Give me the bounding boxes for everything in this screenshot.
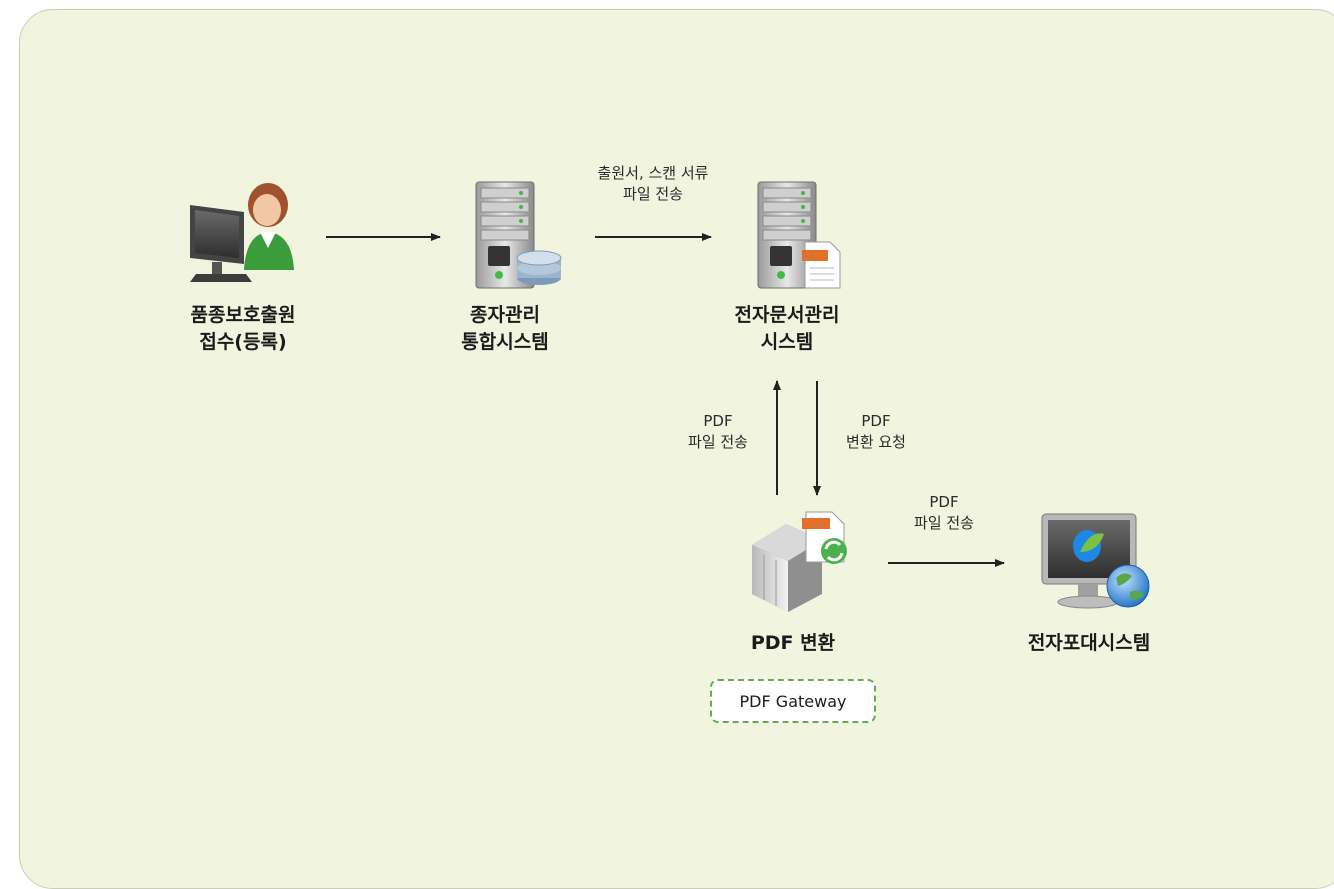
edge-label-to-portal-line1: PDF [929,493,959,511]
edge-label-pdf-request-line2: 변환 요청 [846,433,906,451]
pdf-gateway-box: PDF Gateway [710,679,876,723]
edge-label-pdf-upload-line2: 파일 전송 [688,433,748,451]
portal-label: 전자포대시스템 [1027,632,1151,654]
monitor-globe-icon [1041,513,1150,609]
edms-label-line1: 전자문서관리 [734,304,840,326]
applicant-label-line1: 품종보호출원 [190,304,296,326]
edge-label-to-portal-line2: 파일 전송 [914,514,974,532]
server-database-icon [475,181,562,289]
pdf-converter-icon [752,511,847,612]
edge-label-pdf-request-line1: PDF [861,412,891,430]
server-pdf-icon [757,181,841,289]
flow-diagram [190,181,1150,612]
user-computer-icon [190,183,294,282]
edge-label-pdf-upload: PDF 파일 전송 [668,411,768,453]
pdf-convert-label: PDF 변환 [750,632,836,654]
seed-system-label: 종자관리 통합시스템 [430,302,580,356]
edge-label-to-portal: PDF 파일 전송 [894,492,994,534]
edge-label-pdf-request: PDF 변환 요청 [826,411,926,453]
edge-label-to-edms: 출원서, 스캔 서류 파일 전송 [563,163,743,205]
diagram-panel [19,9,1334,889]
pdf-gateway-label: PDF Gateway [739,691,847,711]
edge-label-pdf-upload-line1: PDF [703,412,733,430]
edge-label-to-edms-line2: 파일 전송 [623,185,683,203]
edms-label-line2: 시스템 [760,331,814,353]
seed-system-label-line1: 종자관리 [470,304,540,326]
seed-system-label-line2: 통합시스템 [461,331,549,353]
applicant-label: 품종보호출원 접수(등록) [168,302,318,356]
edms-label: 전자문서관리 시스템 [712,302,862,356]
applicant-label-line2: 접수(등록) [199,331,287,353]
edge-label-to-edms-line1: 출원서, 스캔 서류 [597,164,709,182]
